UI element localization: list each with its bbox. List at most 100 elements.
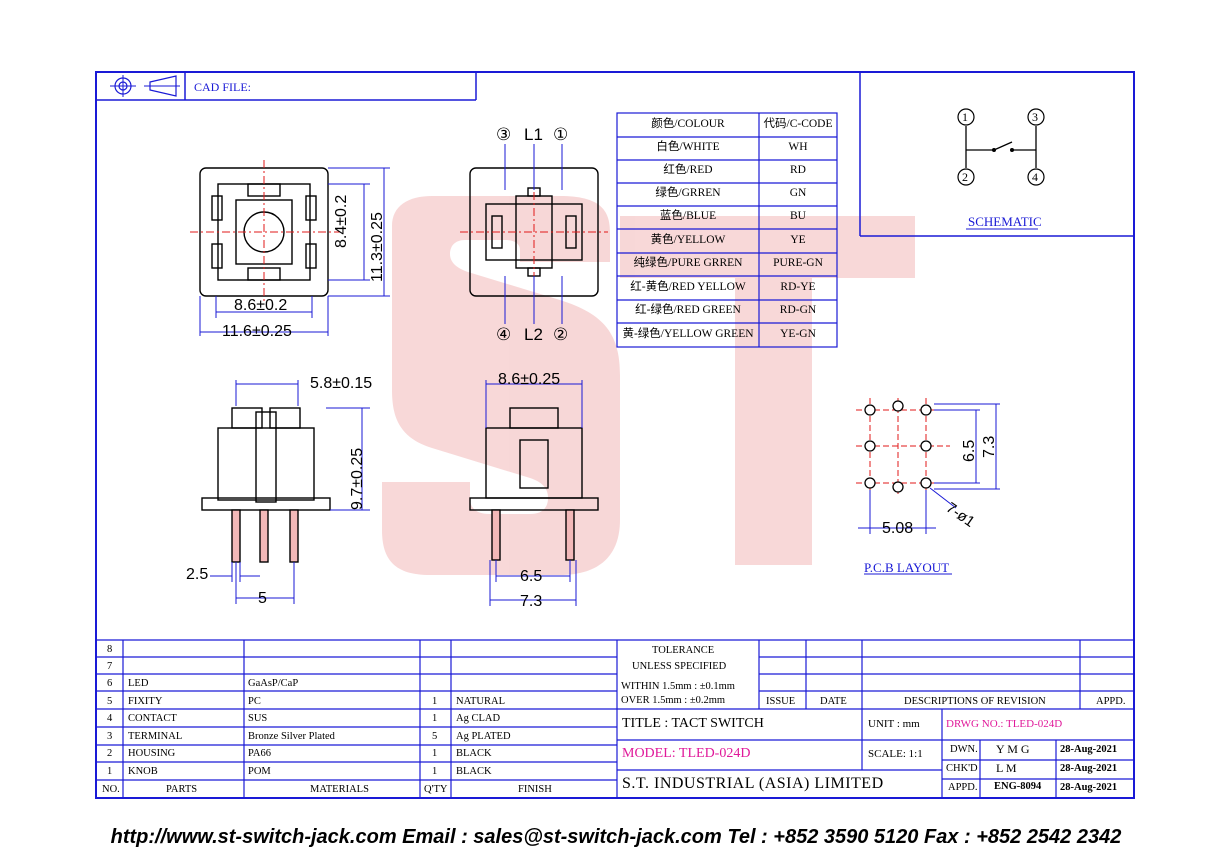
bom-no: 5 <box>107 696 113 707</box>
code-row: RD <box>790 164 806 176</box>
code-header: 代码/C-CODE <box>763 118 833 130</box>
bom-part: HOUSING <box>128 748 176 759</box>
bom-part: CONTACT <box>128 713 177 724</box>
model-text: MODEL: TLED-024D <box>622 746 751 761</box>
pin-label: 3 <box>1032 110 1038 124</box>
bom-material: Bronze Silver Plated <box>248 731 335 742</box>
colour-row: 绿色/GRREN <box>655 187 721 199</box>
colour-table-grid <box>616 112 838 348</box>
dim-label: 11.6±0.25 <box>222 323 292 340</box>
dim-label: 8.6±0.25 <box>498 371 561 388</box>
bom-part: FIXITY <box>128 696 163 707</box>
led-label: L1 <box>524 125 543 144</box>
revision-date: DATE <box>820 696 847 707</box>
led-label: L2 <box>524 325 543 344</box>
code-row: PURE-GN <box>773 257 823 269</box>
tolerance-over: OVER 1.5mm : ±0.2mm <box>621 695 726 706</box>
dim-label: 8.4±0.2 <box>333 194 350 248</box>
bom-header-materials: MATERIALS <box>310 784 369 795</box>
pcb-layout <box>856 398 1000 575</box>
bom-material: PC <box>248 696 261 707</box>
code-row: WH <box>788 141 808 153</box>
bom-header-no: NO. <box>102 784 120 795</box>
dim-label: 5 <box>258 590 267 607</box>
code-row: RD-GN <box>779 304 817 316</box>
bom-finish: BLACK <box>456 766 492 777</box>
side-view-dimensions <box>210 380 370 604</box>
bom-no: 1 <box>107 766 113 777</box>
dim-label: 5.08 <box>882 520 914 537</box>
tolerance-within: WITHIN 1.5mm : ±0.1mm <box>621 681 735 692</box>
top-view <box>190 160 340 304</box>
led-label: ③ <box>496 125 512 144</box>
code-row: BU <box>790 210 806 222</box>
bom-finish: BLACK <box>456 748 492 759</box>
scale-text: SCALE: 1:1 <box>868 748 923 760</box>
appd-name: ENG-8094 <box>994 781 1042 792</box>
bom-qty: 1 <box>432 748 438 759</box>
drawing-frame <box>95 71 1135 799</box>
cad-header <box>96 72 477 101</box>
bom-qty: 5 <box>432 731 438 742</box>
bottom-tables <box>96 639 1134 798</box>
dim-label: 11.3±0.25 <box>369 212 386 282</box>
led-label: ② <box>553 325 569 344</box>
bom-part: KNOB <box>128 766 158 777</box>
bom-part: LED <box>128 678 149 689</box>
front-view-dimensions <box>485 380 583 606</box>
schematic-title: SCHEMATIC <box>968 214 1042 229</box>
chk-date: 28-Aug-2021 <box>1060 763 1118 774</box>
dim-label: 9.7±0.25 <box>349 447 366 510</box>
tolerance-subtitle: UNLESS SPECIFIED <box>632 661 727 672</box>
dim-label: 8.6±0.2 <box>234 297 288 314</box>
bom-header-finish: FINISH <box>518 784 552 795</box>
pcb-title: P.C.B LAYOUT <box>864 560 950 575</box>
revision-desc: DESCRIPTIONS OF REVISION <box>904 696 1046 707</box>
bom-qty: 1 <box>432 713 438 724</box>
dim-label: 6.5 <box>961 439 978 462</box>
contact-footer: http://www.st-switch-jack.com Email : sa… <box>110 826 1122 848</box>
chk-label: CHK'D <box>946 763 978 774</box>
pin-label: 4 <box>1032 170 1038 184</box>
bom-part: TERMINAL <box>128 731 183 742</box>
bom-material: SUS <box>248 713 268 724</box>
dwn-date: 28-Aug-2021 <box>1060 744 1118 755</box>
code-row: YE-GN <box>780 328 816 340</box>
led-label: ④ <box>496 325 512 344</box>
bom-qty: 1 <box>432 696 438 707</box>
revision-issue: ISSUE <box>766 696 796 707</box>
unit-text: UNIT : mm <box>868 718 920 730</box>
led-view-leaders <box>504 144 563 324</box>
top-view-dimensions <box>199 167 390 336</box>
st-watermark <box>382 196 915 575</box>
bom-material: POM <box>248 766 271 777</box>
dim-label: 2.5 <box>186 566 209 583</box>
bom-qty: 1 <box>432 766 438 777</box>
code-row: RD-YE <box>780 281 816 293</box>
colour-row: 纯绿色/PURE GRREN <box>633 257 743 269</box>
bom-no: 7 <box>107 661 113 672</box>
dim-label: 7.3 <box>981 435 998 458</box>
dim-label: 5.8±0.15 <box>310 375 373 392</box>
colour-header: 颜色/COLOUR <box>651 118 725 130</box>
side-view <box>201 407 331 563</box>
drwg-number: DRWG NO.: TLED-024D <box>946 718 1063 730</box>
bom-header-parts: PARTS <box>166 784 198 795</box>
bom-material: GaAsP/CaP <box>248 678 299 689</box>
colour-row: 蓝色/BLUE <box>659 210 717 222</box>
colour-row: 白色/WHITE <box>656 141 720 153</box>
appd-date: 28-Aug-2021 <box>1060 782 1118 793</box>
colour-row: 红色/RED <box>663 164 713 176</box>
bom-no: 6 <box>107 678 113 689</box>
dim-label: 6.5 <box>520 568 543 585</box>
chk-name: L M <box>996 761 1017 775</box>
dwn-label: DWN. <box>950 744 978 755</box>
colour-row: 红-黄色/RED YELLOW <box>630 281 746 293</box>
cad-file-label: CAD FILE: <box>194 80 251 94</box>
led-label: ① <box>553 125 569 144</box>
bom-material: PA66 <box>248 748 271 759</box>
title-text: TITLE : TACT SWITCH <box>622 716 764 731</box>
bom-no: 8 <box>107 644 113 655</box>
code-row: YE <box>790 234 806 246</box>
